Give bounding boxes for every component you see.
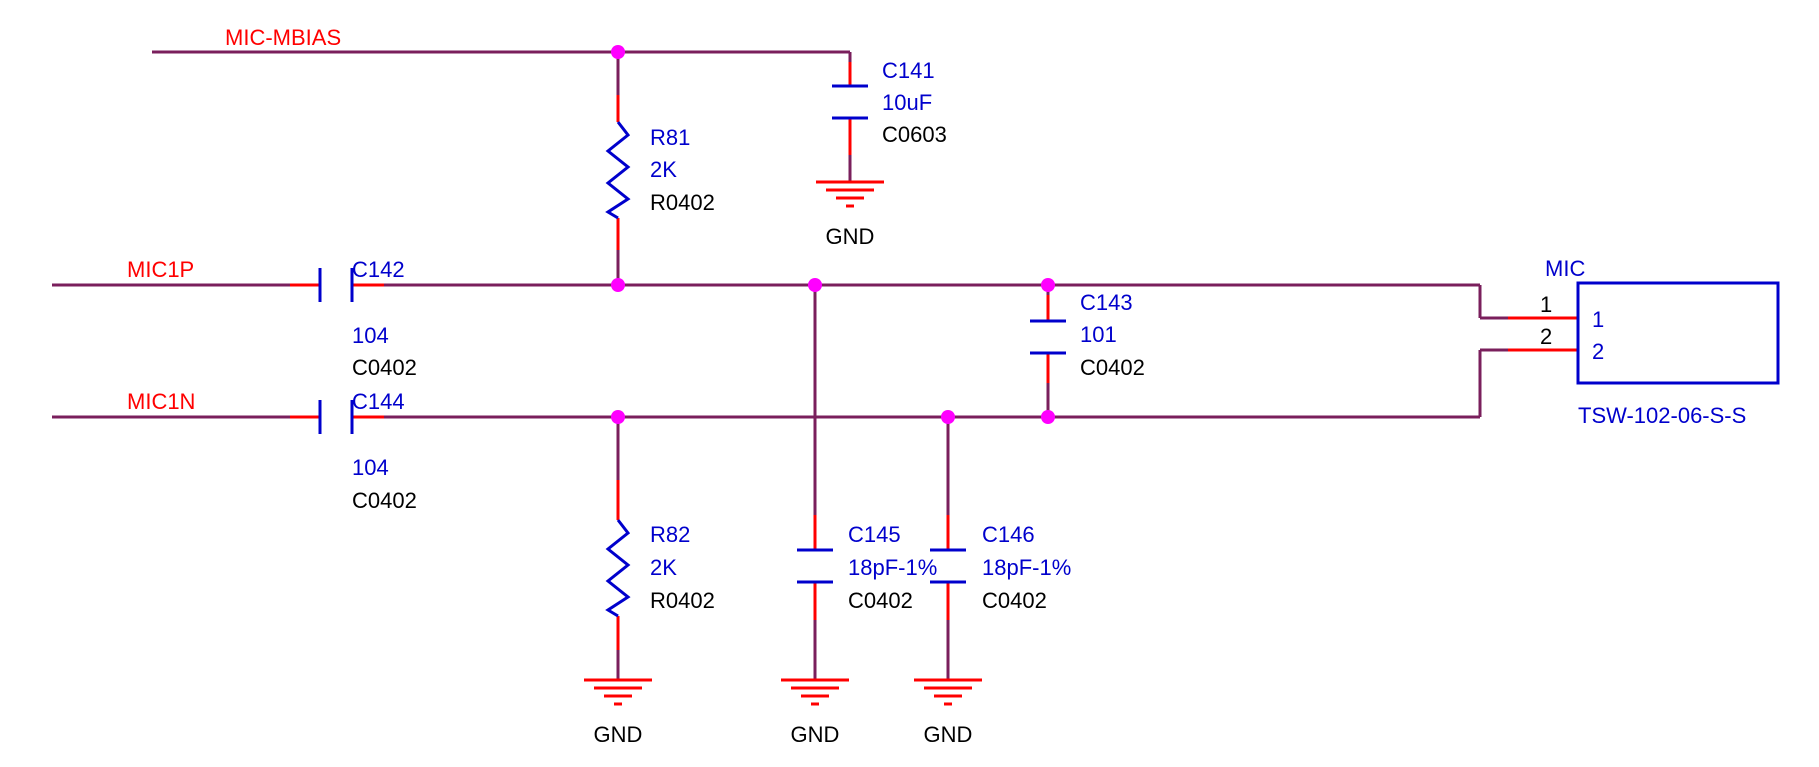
connector-part-number: TSW-102-06-S-S: [1578, 403, 1746, 428]
junction-dot: [941, 410, 955, 424]
c144-footprint: C0402: [352, 488, 417, 513]
gnd-label-r82: GND: [594, 722, 643, 747]
connector-pin-2-number: 2: [1540, 324, 1552, 349]
ground-symbols: [584, 180, 982, 706]
r81-footprint: R0402: [650, 190, 715, 215]
c146-ref: C146: [982, 522, 1035, 547]
c146-value: 18pF-1%: [982, 555, 1071, 580]
connector-pin-2-name: 2: [1592, 339, 1604, 364]
r81-value: 2K: [650, 157, 677, 182]
capacitor-c146-symbol: [930, 548, 966, 584]
net-label-mic1n: MIC1N: [127, 389, 195, 414]
net-label-mic1p: MIC1P: [127, 257, 194, 282]
junction-dot: [611, 45, 625, 59]
label-c146: C146 18pF-1% C0402: [982, 522, 1071, 613]
gnd-label-c146: GND: [924, 722, 973, 747]
c144-value: 104: [352, 455, 389, 480]
label-c145: C145 18pF-1% C0402: [848, 522, 937, 613]
label-c143: C143 101 C0402: [1080, 290, 1145, 380]
label-r81: R81 2K R0402: [650, 125, 715, 215]
c143-value: 101: [1080, 322, 1117, 347]
r82-ref: R82: [650, 522, 690, 547]
c142-footprint: C0402: [352, 355, 417, 380]
c142-value: 104: [352, 323, 389, 348]
connector-pin-1-number: 1: [1540, 292, 1552, 317]
component-leads: [290, 62, 1578, 650]
connector-mic: MIC 1 2 1 2 TSW-102-06-S-S: [1540, 256, 1746, 428]
net-labels: MIC-MBIAS MIC1P MIC1N: [127, 25, 341, 414]
capacitor-c143-symbol: [1030, 319, 1066, 355]
ground-c145-icon: [781, 678, 849, 706]
c141-ref: C141: [882, 58, 935, 83]
connector-mic-body: [1576, 281, 1780, 385]
capacitor-c141-symbol: [832, 84, 868, 120]
c143-ref: C143: [1080, 290, 1133, 315]
c144-ref: C144: [352, 389, 405, 414]
label-c144: C144 104 C0402: [352, 389, 417, 513]
r82-footprint: R0402: [650, 588, 715, 613]
gnd-label-c141: GND: [826, 224, 875, 249]
ground-r82-icon: [584, 678, 652, 706]
capacitor-c144-symbol: [318, 400, 354, 434]
c145-ref: C145: [848, 522, 901, 547]
connector-ref: MIC: [1545, 256, 1585, 281]
connector-pin-1-name: 1: [1592, 307, 1604, 332]
label-r82: R82 2K R0402: [650, 522, 715, 613]
c141-footprint: C0603: [882, 122, 947, 147]
ground-c146-icon: [914, 678, 982, 706]
label-c141: C141 10uF C0603: [882, 58, 947, 147]
capacitor-c142-symbol: [318, 268, 354, 302]
junction-dot: [1041, 278, 1055, 292]
c141-value: 10uF: [882, 90, 932, 115]
label-c142: C142 104 C0402: [352, 257, 417, 380]
resistor-r81-symbol: [605, 121, 631, 220]
capacitor-c145-symbol: [797, 548, 833, 584]
junctions: [611, 45, 1055, 424]
junction-dot: [611, 410, 625, 424]
c145-value: 18pF-1%: [848, 555, 937, 580]
c145-footprint: C0402: [848, 588, 913, 613]
c142-ref: C142: [352, 257, 405, 282]
c146-footprint: C0402: [982, 588, 1047, 613]
component-symbols: [318, 84, 1780, 618]
ground-labels: GND GND GND GND: [594, 224, 973, 747]
r82-value: 2K: [650, 555, 677, 580]
junction-dot: [1041, 410, 1055, 424]
gnd-label-c145: GND: [791, 722, 840, 747]
junction-dot: [611, 278, 625, 292]
r81-ref: R81: [650, 125, 690, 150]
c143-footprint: C0402: [1080, 355, 1145, 380]
net-label-mbias: MIC-MBIAS: [225, 25, 341, 50]
junction-dot: [808, 278, 822, 292]
ground-c141-icon: [816, 180, 884, 208]
wires: [52, 50, 1508, 680]
resistor-r82-symbol: [605, 519, 631, 618]
